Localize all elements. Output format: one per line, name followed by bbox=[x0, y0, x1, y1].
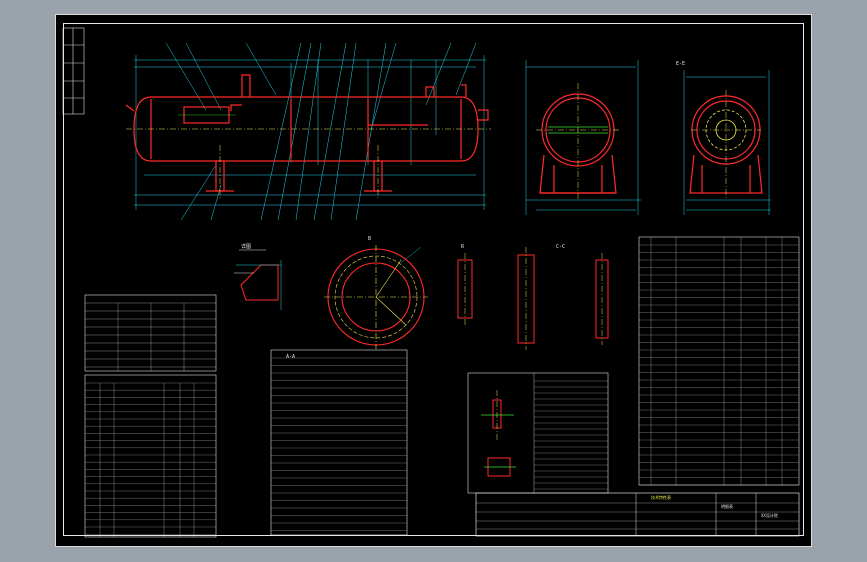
vessel-elevation bbox=[125, 42, 491, 221]
section-c-label: C-C bbox=[556, 244, 565, 250]
bill-of-materials bbox=[638, 236, 800, 486]
end-view-left bbox=[525, 60, 641, 215]
end-view-right bbox=[683, 70, 771, 215]
drawing-frame bbox=[63, 23, 804, 536]
section-flange: B bbox=[324, 236, 428, 349]
detail-label: 详图 bbox=[241, 243, 251, 250]
cad-drawing: 详图 B bbox=[62, 27, 800, 538]
title-block: 技术特性表 明细表 XX设计院 bbox=[475, 492, 800, 537]
section-e-label: E-E bbox=[676, 61, 685, 67]
section-r-label: R bbox=[461, 244, 465, 250]
section-b-label: B bbox=[368, 236, 371, 242]
company-text: XX设计院 bbox=[761, 512, 778, 518]
drawing-sheet: 详图 B bbox=[55, 14, 812, 547]
section-a-label: A-A bbox=[286, 354, 295, 360]
title-right-text: 明细表 bbox=[721, 503, 733, 509]
notes-block bbox=[270, 349, 408, 536]
title-left-text: 技术特性表 bbox=[651, 494, 671, 500]
section-views: R C-C bbox=[457, 244, 609, 350]
tech-spec-table bbox=[84, 294, 217, 538]
stamp-column bbox=[62, 27, 85, 115]
nozzle-detail bbox=[467, 372, 609, 494]
detail-weld: 详图 bbox=[234, 243, 282, 310]
